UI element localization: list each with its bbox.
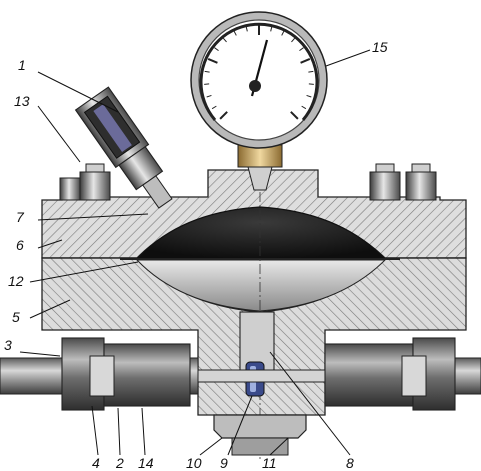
label-1: 1 — [18, 57, 26, 73]
gauge-tick — [233, 30, 237, 36]
gauge-tick — [308, 70, 314, 73]
gauge-hub — [249, 80, 261, 92]
bolt-left — [59, 163, 111, 201]
left-ferrule — [89, 355, 115, 397]
lower-cavity — [135, 259, 387, 312]
right-ferrule — [401, 355, 427, 397]
gauge-tick — [301, 105, 307, 110]
label-11: 11 — [262, 455, 277, 471]
gauge-tick — [211, 105, 217, 110]
gauge-tick — [281, 30, 285, 36]
gauge-tick — [291, 37, 296, 43]
label-4: 4 — [92, 455, 100, 471]
label-5: 5 — [12, 309, 20, 325]
gauge-tick — [222, 37, 227, 43]
gauge-tick — [245, 26, 248, 32]
label-6: 6 — [16, 237, 24, 253]
label-15: 15 — [372, 39, 388, 55]
gauge-tick — [204, 70, 210, 73]
gauge-tick — [206, 94, 212, 98]
membrane-dome — [135, 206, 387, 260]
gauge-tick — [219, 111, 228, 120]
gauge-scale-ticks — [204, 25, 314, 120]
inclined-valve — [74, 86, 173, 209]
horizontal-channel — [197, 369, 326, 383]
label-10: 10 — [186, 455, 202, 471]
bolt-right-1 — [369, 163, 401, 201]
left-nut-inner — [103, 343, 191, 407]
gauge-tick — [290, 111, 299, 120]
right-nut-inner — [324, 343, 414, 407]
gauge-tick — [300, 58, 311, 64]
gauge-stem-tip — [247, 166, 273, 191]
gauge-tick — [270, 26, 273, 32]
label-3: 3 — [4, 337, 12, 353]
label-12: 12 — [8, 273, 24, 289]
label-13: 13 — [14, 93, 30, 109]
label-8: 8 — [346, 455, 354, 471]
bolt-right-2 — [405, 163, 437, 201]
bottom-plug — [213, 414, 307, 439]
label-7: 7 — [16, 209, 25, 225]
gauge-tick — [299, 47, 304, 52]
gauge-tick — [207, 58, 218, 64]
gauge-tick — [306, 94, 312, 98]
label-14: 14 — [138, 455, 154, 471]
label-9: 9 — [220, 455, 228, 471]
label-2: 2 — [115, 455, 124, 471]
leader-lines — [19, 49, 371, 456]
gauge-tick — [214, 47, 219, 52]
